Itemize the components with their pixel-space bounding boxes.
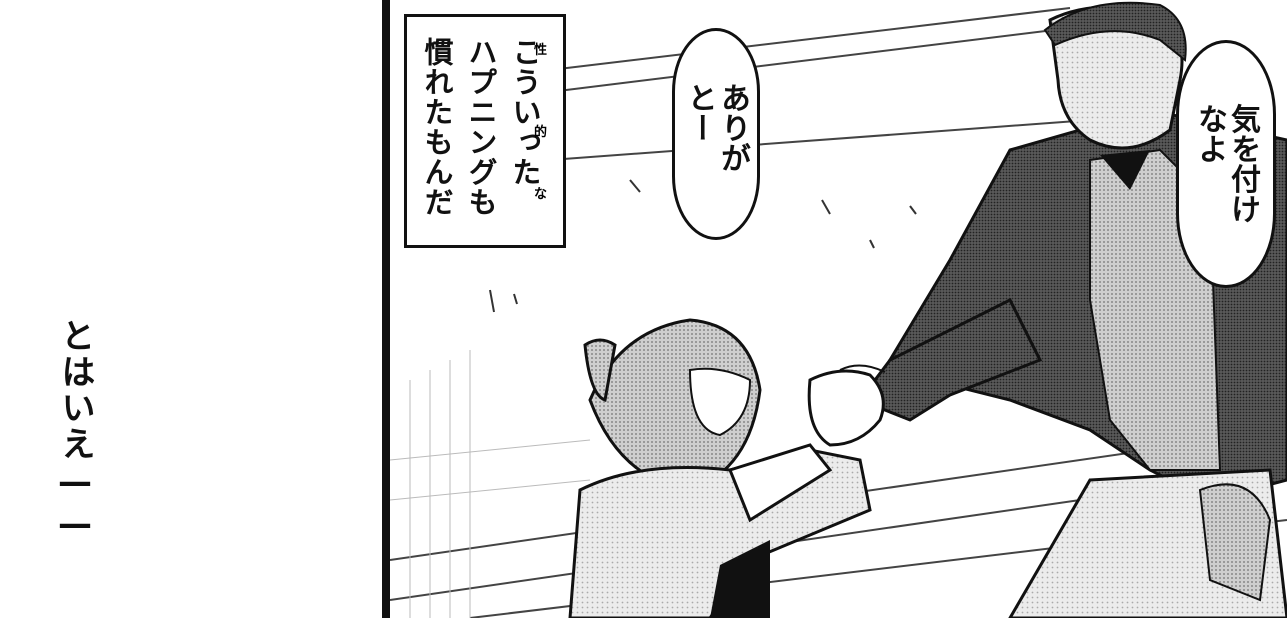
speech-bubble-girl: ありがとー	[672, 28, 760, 240]
left-panel: とはいえ——	[0, 0, 382, 618]
speech-bubble-man: 気を付けなよ	[1176, 40, 1276, 288]
caption-line-3: 慣れたもんだ	[420, 37, 454, 217]
motion-lines	[489, 179, 917, 313]
narration-text: とはいえ——	[55, 318, 95, 546]
ruby-1: 性	[533, 43, 547, 58]
man-dialogue: 気を付けなよ	[1192, 103, 1260, 224]
girl-dialogue: ありがとー	[682, 82, 750, 173]
girl-figure	[568, 318, 872, 618]
caption-line-2: ハプニングも	[464, 37, 498, 217]
caption-text: こういった ハプニングも 慣れたもんだ	[415, 37, 547, 217]
ruby-3: な	[533, 187, 547, 202]
ruby-2: 的	[533, 125, 547, 140]
panel-gutter	[382, 0, 390, 618]
caption-box: こういった ハプニングも 慣れたもんだ 性 的 な	[404, 14, 566, 248]
hands	[807, 364, 886, 447]
caption-line-1: こういった	[508, 37, 542, 187]
